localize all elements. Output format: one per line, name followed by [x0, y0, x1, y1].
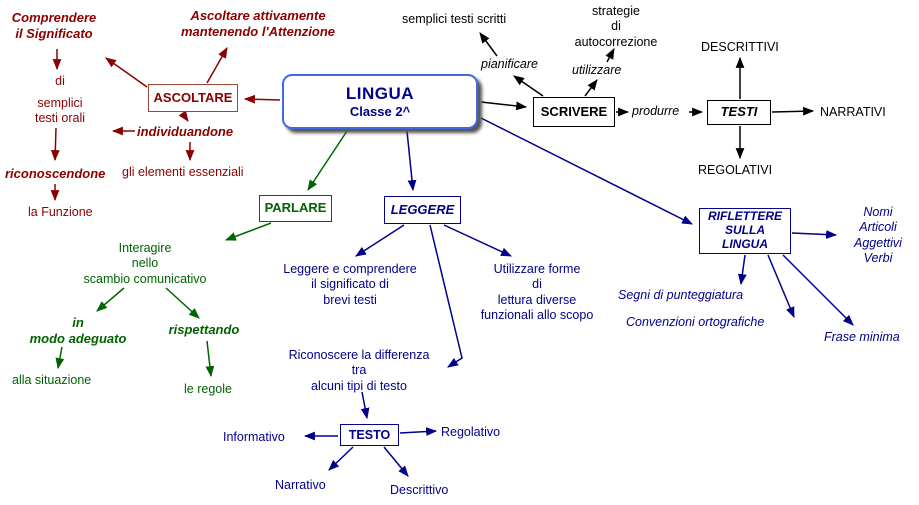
node-ascoltare: ASCOLTARE — [148, 84, 238, 112]
arrow-interagire-in-modo — [96, 287, 125, 312]
label-in-modo-adeguato: in modo adeguato — [29, 315, 127, 346]
arrow-lingua-parlare — [307, 130, 348, 191]
arrow-riflettere-convenzioni — [767, 254, 795, 319]
label-narrativo: Narrativo — [275, 478, 326, 492]
node-testi: TESTI — [707, 100, 771, 125]
label-ascoltare-attivamente: Ascoltare attivamente mantenendo l'Atten… — [180, 8, 336, 39]
label-la-funzione: la Funzione — [28, 205, 93, 219]
lingua-subtitle: Classe 2^ — [349, 104, 411, 119]
label-leggere-e-comprendere: Leggere e comprendere il significato di … — [283, 262, 417, 307]
label-descrittivi: DESCRITTIVI — [701, 40, 779, 54]
arrow-ascoltare-attivamente — [206, 47, 228, 84]
label-strategie-autocorrezione: strategie di autocorrezione — [574, 4, 658, 49]
label-pianificare: pianificare — [481, 57, 538, 71]
label-interagire-scambio: Interagire nello scambio comunicativo — [83, 241, 207, 286]
label-utilizzare-forme: Utilizzare forme di lettura diverse funz… — [480, 262, 594, 322]
arrow-in-modo-situazione — [55, 346, 65, 370]
label-semplici-testi-orali: semplici testi orali — [34, 96, 86, 126]
label-descrittivo: Descrittivo — [390, 483, 449, 497]
label-nomi-articoli-aggettivi-verbi: Nomi Articoli Aggettivi Verbi — [854, 205, 902, 265]
arrow-testi-orali-riconoscendone — [50, 127, 60, 162]
label-rispettando: rispettando — [168, 322, 240, 337]
arrow-rispettando-regole — [205, 340, 215, 378]
arrow-riflettere-frase-minima — [782, 254, 854, 326]
arrow-leggere-comprendere-testi — [355, 224, 405, 257]
label-alla-situazione: alla situazione — [12, 373, 92, 387]
arrow-lingua-riflettere — [480, 117, 693, 225]
arrow-ascoltare-comprendere — [105, 57, 148, 88]
label-segni-di-punteggiatura: Segni di punteggiatura — [618, 288, 744, 302]
arrow-lingua-scrivere — [480, 101, 528, 111]
arrow-parlare-interagire — [224, 222, 272, 241]
arrow-scrivere-utilizzare — [584, 79, 598, 97]
label-riconoscere-differenza: Riconoscere la differenza tra alcuni tip… — [288, 348, 430, 393]
arrow-testo-narrativo — [328, 446, 354, 471]
label-riconoscendone: riconoscendone — [5, 166, 106, 181]
arrow-ascoltare-individuandone — [178, 110, 189, 122]
node-lingua: LINGUA Classe 2^ — [282, 74, 478, 129]
arrow-riflettere-nomi — [791, 230, 838, 239]
label-regolativi: REGOLATIVI — [698, 163, 773, 177]
label-convenzioni-ortografiche: Convenzioni ortografiche — [626, 315, 765, 329]
label-gli-elementi-essenziali: gli elementi essenziali — [122, 165, 244, 179]
arrow-testo-descrittivo — [383, 446, 409, 477]
node-scrivere: SCRIVERE — [533, 97, 615, 127]
label-regolativo: Regolativo — [441, 425, 501, 439]
node-leggere: LEGGERE — [384, 196, 461, 224]
arrow-testo-regolativo — [399, 427, 438, 436]
arrow-interagire-rispettando — [165, 287, 200, 319]
arrow-pianificare-testi-scritti — [479, 32, 498, 57]
label-utilizzare: utilizzare — [572, 63, 622, 77]
node-parlare: PARLARE — [259, 195, 332, 222]
label-semplici-testi-scritti: semplici testi scritti — [402, 12, 507, 26]
arrow-utilizzare-strategie — [605, 48, 615, 63]
label-di: di — [55, 74, 65, 88]
arrow-leggere-riconoscere — [429, 224, 463, 368]
label-le-regole: le regole — [184, 382, 232, 396]
label-individuandone: individuandone — [137, 124, 234, 139]
label-narrativi: NARRATIVI — [820, 105, 886, 119]
arrow-riconoscere-testo — [360, 391, 370, 420]
label-comprendere-il-significato: Comprendere il Significato — [11, 10, 97, 41]
arrow-scrivere-pianificare — [513, 75, 544, 97]
label-informativo: Informativo — [223, 430, 285, 444]
label-frase-minima: Frase minima — [824, 330, 900, 344]
lingua-title: LINGUA — [345, 84, 415, 103]
arrow-leggere-utilizzare-forme — [443, 224, 512, 257]
arrow-riflettere-segni — [737, 254, 747, 286]
arrow-lingua-ascoltare — [243, 94, 281, 104]
node-testo: TESTO — [340, 424, 399, 446]
node-riflettere-sulla-lingua: RIFLETTERE SULLA LINGUA — [699, 208, 791, 254]
arrow-testi-narrativi — [771, 106, 815, 116]
arrow-lingua-leggere — [406, 130, 417, 192]
label-produrre: produrre — [632, 104, 680, 118]
